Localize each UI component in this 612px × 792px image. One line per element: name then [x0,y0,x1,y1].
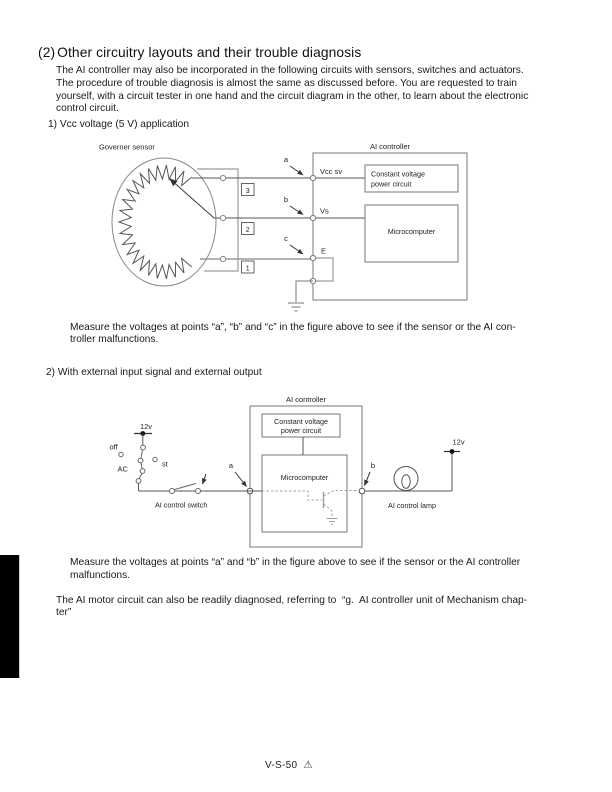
resistive-track-zigzag [117,164,193,280]
point-b2-label: b [371,461,375,470]
constant-voltage-box-1 [364,164,459,193]
switch-pos-st-contact [152,456,158,463]
supply-left-label: 12v [140,422,152,431]
switch-pos-off-label: off [110,443,119,452]
constant-voltage-2-line2: power circuit [281,426,321,435]
supply-right-label: 12v [453,438,465,447]
microcomputer-label-1: Microcomputer [388,227,436,236]
ai-control-switch-symbol: AI control switch [138,473,250,510]
sensor-terminal-2 [219,214,227,222]
ai-control-switch-label: AI control switch [155,501,207,510]
terminal-vs [309,214,317,222]
subsection-1-heading: 1) Vcc voltage (5 V) application [48,118,189,130]
e-terminal-loop [313,257,334,282]
lamp-filament [401,474,411,489]
point-a-label: a [284,155,289,164]
print-registration-bar [0,555,20,678]
wiper-arrow [169,178,215,219]
supply-right-node [449,449,455,454]
point-c-label: c [284,234,288,243]
constant-voltage-line2: power circuit [371,180,411,189]
pin-1-label: 1 [246,265,250,272]
point-c-arrow [289,244,304,255]
point-b2-arrow [364,471,371,486]
terminal-output-b [358,487,366,495]
intro-paragraph: The AI controller may also be incorporat… [56,65,529,115]
ai-controller-box-1: Vcc sv Vs E Constant voltage power circu… [309,152,468,301]
page-footer: V-S-50 ⚠ [265,759,313,771]
terminal-vs-label: Vs [320,207,329,216]
ai-control-lamp-symbol: AI control lamp 12v [364,438,465,510]
measure-note-1: Measure the voltages at points “a”, “b” … [70,321,516,346]
terminal-vcc [309,174,317,182]
subsection-2-heading: 2) With external input signal and extern… [46,367,262,378]
connector-pin-numbers: 3 2 1 [241,183,255,274]
constant-voltage-line1: Constant voltage [371,170,425,179]
sensor-wires [192,174,313,263]
output-transistor-symbol [262,490,358,525]
ground-symbol-1 [288,280,313,312]
switch-pos-off-contact [118,451,124,458]
measure-note-2: Measure the voltages at points “a” and “… [70,557,521,581]
ignition-switch-symbol: 12v off AC st [110,422,169,491]
controller-label-2: AI controller [286,395,327,404]
ai-controller-box-2: Constant voltage power circuit Microcomp… [246,405,366,548]
governor-sensor-label: Governer sensor [99,143,155,152]
point-a2-label: a [229,461,234,470]
sensor-terminal-1 [219,255,227,263]
microcomputer-box-1 [364,204,459,263]
switch-pos-st-label: st [162,460,169,469]
switch-actuation-arrow [201,473,207,485]
terminal-e [309,254,317,262]
constant-voltage-2-line1: Constant voltage [274,417,328,426]
diagram-external-io-circuit: 12v off AC st AI control switch [110,395,465,548]
microcomputer-box-2 [261,454,348,533]
pin-2-label: 2 [246,227,250,234]
microcomputer-label-2: Microcomputer [281,473,329,482]
terminal-vcc-label: Vcc sv [320,167,342,176]
controller-label-1: AI controller [370,142,411,151]
point-b-arrow [289,205,304,215]
constant-voltage-box-2 [261,413,341,438]
pin-3-label: 3 [246,188,250,195]
terminal-e-label: E [321,247,326,256]
sensor-terminal-3 [219,174,227,182]
sensor-connector-shell [197,168,239,272]
ai-control-lamp-label: AI control lamp [388,501,436,510]
section-title-text: Other circuitry layouts and their troubl… [57,45,362,60]
point-a2-arrow [234,471,247,487]
warning-triangle-icon: ⚠ [303,759,314,771]
section-number: (2) [38,45,56,60]
switch-blade [174,483,197,490]
page-number: V-S-50 [265,760,298,771]
switch-pos-ac-label: AC [118,465,129,474]
diagram-governor-sensor-circuit: Governer sensor 3 2 1 a [99,142,468,312]
governor-sensor-symbol [111,157,239,287]
point-b-label: b [284,195,288,204]
section-title: (2)Other circuitry layouts and their tro… [38,45,361,60]
point-a-arrow [289,165,304,176]
measure-points: a b c [284,155,304,255]
closing-paragraph: The AI motor circuit can also be readily… [56,594,528,619]
